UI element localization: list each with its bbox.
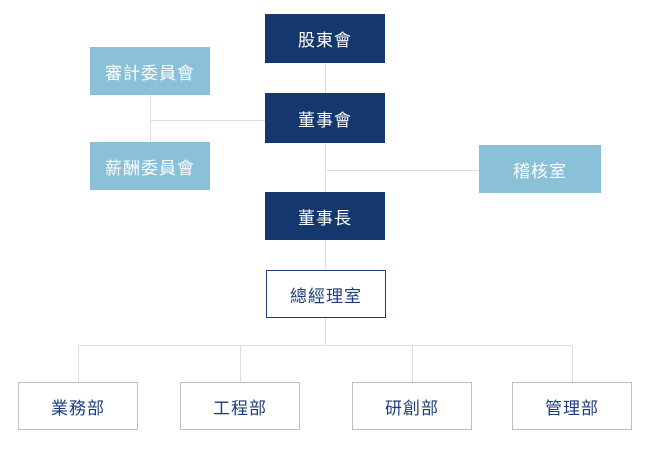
- connector-chairman-gm-office: [325, 240, 326, 270]
- node-board-of-directors: 董事會: [265, 93, 385, 143]
- node-shareholders-meeting: 股東會: [265, 14, 385, 63]
- node-audit-committee: 審計委員會: [90, 47, 210, 95]
- node-rd-department: 研創部: [352, 382, 472, 430]
- node-audit-office: 稽核室: [479, 145, 601, 193]
- connector-drop-engineering: [240, 345, 241, 382]
- connector-trunk-audit-office: [325, 170, 479, 171]
- connector-drop-management: [572, 345, 573, 382]
- connector-board-chairman: [325, 143, 326, 192]
- connector-shareholders-board: [325, 63, 326, 93]
- connector-drop-sales: [78, 345, 79, 382]
- node-chairman: 董事長: [265, 192, 385, 240]
- connector-committees-vertical: [150, 95, 151, 142]
- node-general-manager-office: 總經理室: [266, 270, 386, 318]
- node-compensation-committee: 薪酬委員會: [90, 142, 210, 190]
- node-management-department: 管理部: [512, 382, 632, 430]
- connector-drop-rd: [412, 345, 413, 382]
- connector-gm-office-rail: [325, 318, 326, 345]
- node-engineering-department: 工程部: [180, 382, 300, 430]
- node-sales-department: 業務部: [18, 382, 138, 430]
- connector-departments-rail: [78, 345, 572, 346]
- connector-committees-board: [150, 120, 265, 121]
